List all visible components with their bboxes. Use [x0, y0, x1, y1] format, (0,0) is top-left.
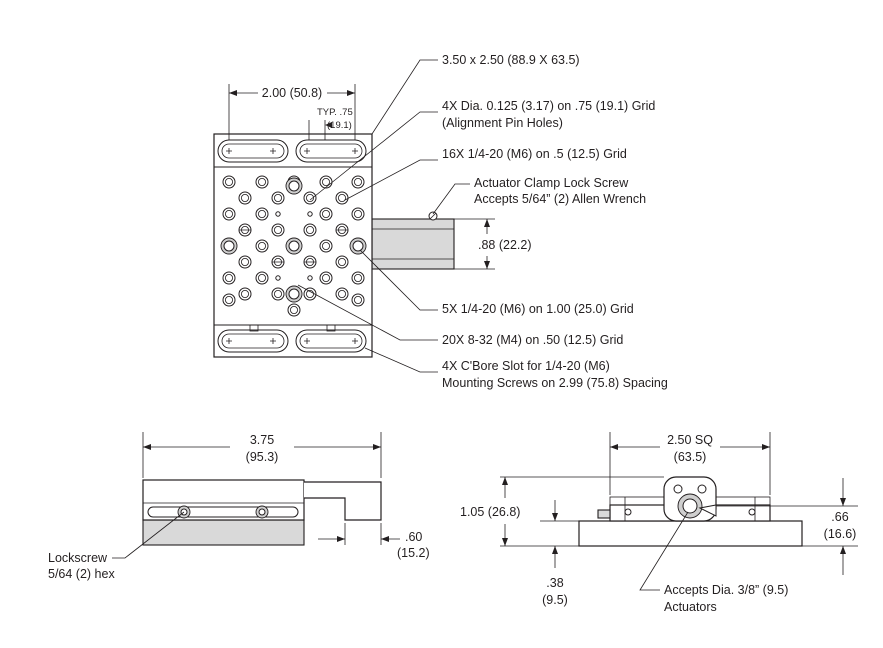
cbore-slot [295, 139, 367, 163]
lock-slot [147, 506, 299, 518]
actuator-bore [682, 498, 698, 514]
width-dimension: 2.00 (50.8) [262, 86, 322, 100]
overall-dimension: 3.50 x 2.50 (88.9 X 63.5) [442, 53, 580, 67]
carriage-extension [371, 218, 455, 270]
square-dimension: 2.50 SQ [667, 433, 713, 447]
side-base [142, 519, 305, 546]
side-view: 3.75 (95.3) .60 (15.2) Lockscrew 5/64 (2… [48, 432, 430, 581]
height-dimension: .88 (22.2) [478, 238, 532, 252]
top-view: 2.00 (50.8) TYP. .75 (19.1) 3.50 x 2.50 … [213, 53, 668, 390]
actuator-label: Accepts Dia. 3/8” (9.5) [664, 583, 788, 597]
end-height-dimension: 1.05 (26.8) [460, 505, 520, 519]
clamp-screw-label: Actuator Clamp Lock Screw [474, 176, 629, 190]
cbore-slot [295, 329, 367, 353]
typ-label: TYP. .75 [317, 107, 353, 118]
clamp-screw-icon [597, 509, 611, 519]
offset-dimension: .60 [405, 530, 422, 544]
hole-pattern [220, 175, 367, 317]
cbore-slot [217, 329, 289, 353]
length-dimension-mm: (95.3) [246, 450, 279, 464]
slot-label: 4X C'Bore Slot for 1/4-20 (M6) [442, 359, 610, 373]
grid-16x-label: 16X 1/4-20 (M6) on .5 (12.5) Grid [442, 147, 627, 161]
length-dimension: 3.75 [250, 433, 274, 447]
cbore-slot [217, 139, 289, 163]
end-base [578, 520, 803, 547]
square-dimension-mm: (63.5) [674, 450, 707, 464]
end-view: 2.50 SQ (63.5) 1.05 (26.8) .38 (9.5) .66… [460, 432, 858, 614]
base-dimension-mm: (9.5) [542, 593, 568, 607]
offset-dimension-mm: (15.2) [397, 546, 430, 560]
lockscrew-label: Lockscrew [48, 551, 108, 565]
actuator-note: Actuators [664, 600, 717, 614]
lockscrew-note: 5/64 (2) hex [48, 567, 115, 581]
grid-5x-label: 5X 1/4-20 (M6) on 1.00 (25.0) Grid [442, 302, 634, 316]
axis-dimension: .66 [831, 510, 848, 524]
slot-note: Mounting Screws on 2.99 (75.8) Spacing [442, 376, 668, 390]
base-dimension: .38 [546, 576, 563, 590]
pin-holes-note: (Alignment Pin Holes) [442, 116, 563, 130]
typ-value: (19.1) [327, 120, 352, 131]
side-extension [304, 481, 382, 521]
pin-holes-label: 4X Dia. 0.125 (3.17) on .75 (19.1) Grid [442, 99, 655, 113]
grid-20x-label: 20X 8-32 (M4) on .50 (12.5) Grid [442, 333, 623, 347]
axis-dimension-mm: (16.6) [824, 527, 857, 541]
clamp-screw-note: Accepts 5/64” (2) Allen Wrench [474, 192, 646, 206]
